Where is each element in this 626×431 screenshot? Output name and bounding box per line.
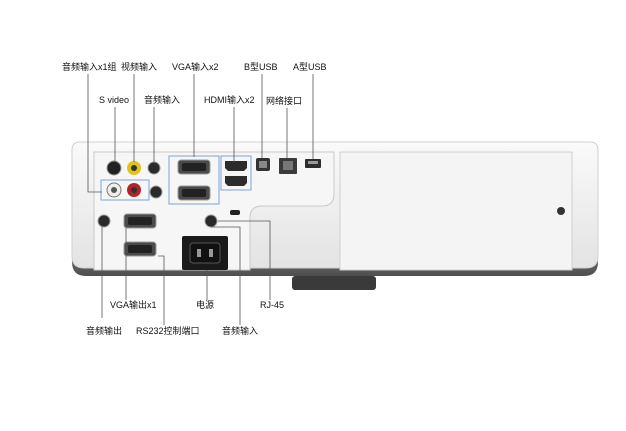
label-vga-in-x2: VGA输入x2 — [172, 62, 219, 72]
hdmi-in-port-2 — [225, 176, 247, 186]
audio-in-lower-port — [204, 214, 218, 228]
label-rj45: RJ-45 — [260, 300, 285, 310]
label-hdmi-in-x2: HDMI输入x2 — [204, 95, 255, 105]
leader-lines — [87, 74, 314, 325]
audio-in-group-box — [100, 179, 150, 201]
hdmi-in-box — [220, 155, 252, 191]
label-audio-in-top: 音频输入 — [144, 95, 181, 105]
label-usb-b: B型USB — [244, 62, 278, 72]
side-cover — [339, 151, 573, 271]
connector-panel — [93, 151, 335, 271]
s-video-port — [106, 160, 122, 176]
audio-out-port — [97, 214, 111, 228]
label-rs232: RS232控制端口 — [136, 326, 200, 336]
label-usb-a: A型USB — [293, 62, 327, 72]
label-audio-in-x1-group: 音频输入x1组 — [62, 62, 117, 72]
label-s-video: S video — [99, 95, 130, 105]
label-video-in: 视频输入 — [121, 62, 158, 72]
audio-in-mini-port — [147, 161, 161, 175]
label-audio-out: 音频输出 — [86, 326, 123, 336]
label-network: 网络接口 — [266, 96, 303, 106]
security-slot — [230, 210, 240, 215]
hdmi-in-port-1 — [225, 161, 247, 171]
projector-foot — [292, 276, 376, 290]
label-audio-in-bottom: 音频输入 — [222, 326, 259, 336]
cover-screw — [557, 207, 565, 215]
label-vga-out-x1: VGA输出x1 — [110, 300, 157, 310]
audio-in-mini-port-2 — [149, 185, 163, 199]
label-power: 电源 — [196, 300, 215, 310]
